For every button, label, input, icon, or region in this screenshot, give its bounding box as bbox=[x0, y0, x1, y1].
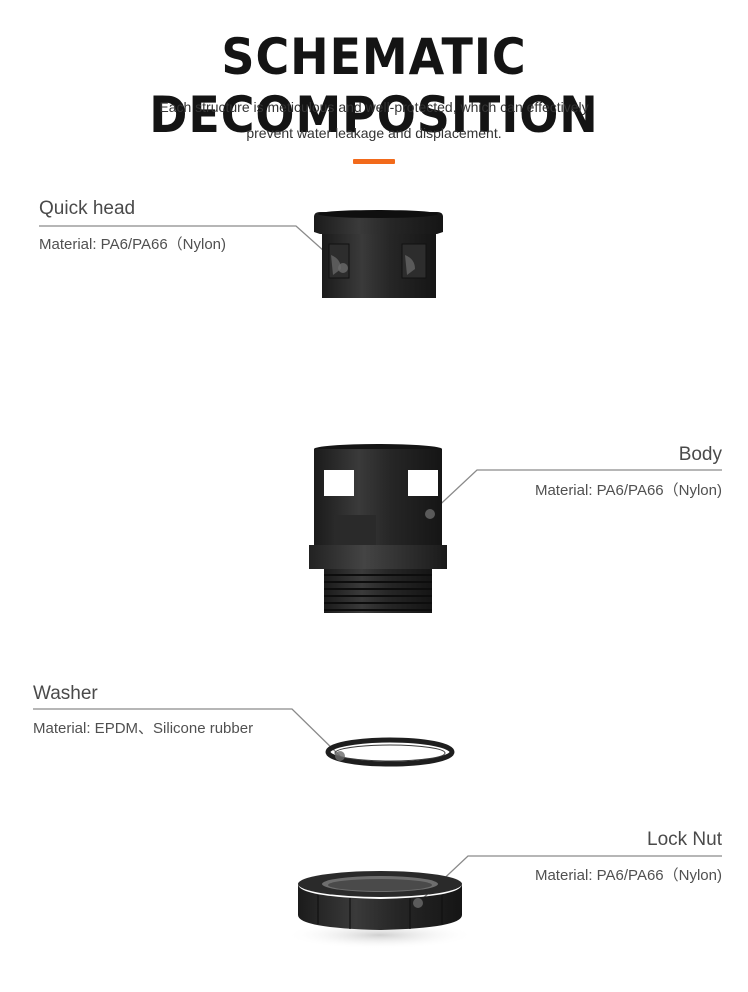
lock-nut-part bbox=[285, 871, 475, 949]
body-name: Body bbox=[678, 444, 722, 465]
lock-nut-marker bbox=[413, 898, 423, 908]
accent-bar bbox=[353, 159, 395, 164]
body-leader bbox=[429, 469, 722, 515]
quick-head-part bbox=[314, 210, 443, 298]
lock-nut-name: Lock Nut bbox=[647, 829, 722, 850]
subtitle-line-2: prevent water leakage and displacement. bbox=[246, 125, 502, 141]
washer-marker bbox=[335, 751, 345, 761]
body-part bbox=[309, 444, 447, 613]
body-material: Material: PA6/PA66（Nylon) bbox=[534, 482, 722, 499]
washer-leader bbox=[33, 708, 341, 757]
page-title: SCHEMATIC DECOMPOSITION bbox=[149, 28, 599, 144]
lock-nut-leader bbox=[417, 855, 722, 904]
lock-nut-material: Material: PA6/PA66（Nylon) bbox=[534, 867, 722, 884]
page-subtitle: Each structure is meticulous and well-pr… bbox=[74, 94, 674, 146]
washer-part bbox=[325, 737, 455, 767]
quick-head-name: Quick head bbox=[39, 198, 136, 219]
subtitle-line-1: Each structure is meticulous and well-pr… bbox=[159, 99, 589, 115]
body-marker bbox=[425, 509, 435, 519]
washer-name: Washer bbox=[33, 683, 98, 704]
quick-head-marker bbox=[338, 263, 348, 273]
washer-material: Material: EPDM、Silicone rubber bbox=[33, 720, 254, 737]
quick-head-leader bbox=[39, 225, 344, 269]
quick-head-material: Material: PA6/PA66（Nylon) bbox=[39, 236, 227, 253]
